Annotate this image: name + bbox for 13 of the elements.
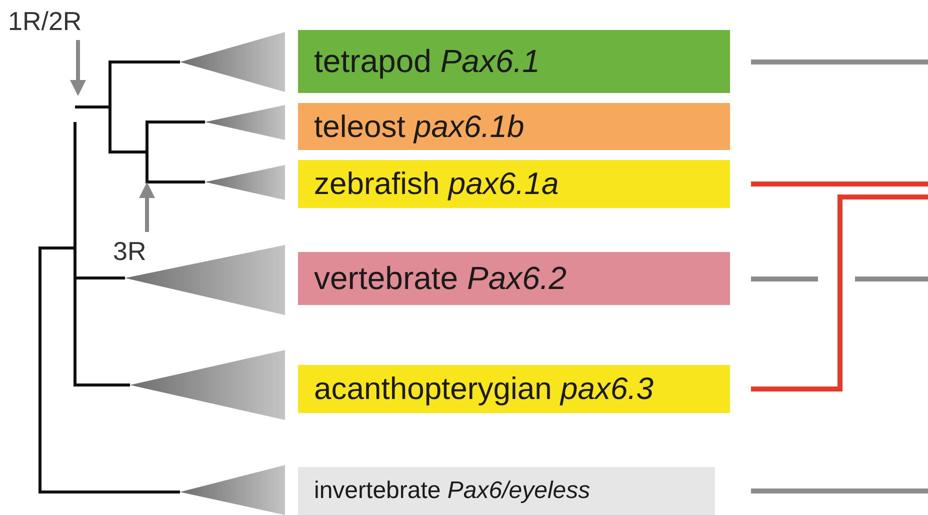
gene-label-box: tetrapod Pax6.1 [298,30,730,93]
connector-line [751,488,928,494]
connector-line [748,276,928,282]
gene-label-box: teleost pax6.1b [298,103,730,150]
gene-label-box: acanthopterygian pax6.3 [298,365,730,413]
connector-line [751,182,928,186]
connector-line [751,194,928,392]
connector-line [751,60,928,64]
gene-label-box: invertebrate Pax6/eyeless [298,467,715,515]
event-label: 1R/2R [8,6,82,37]
gene-label-box: zebrafish pax6.1a [298,160,730,208]
gene-label-box: vertebrate Pax6.2 [298,252,730,305]
event-label: 3R [113,236,146,267]
